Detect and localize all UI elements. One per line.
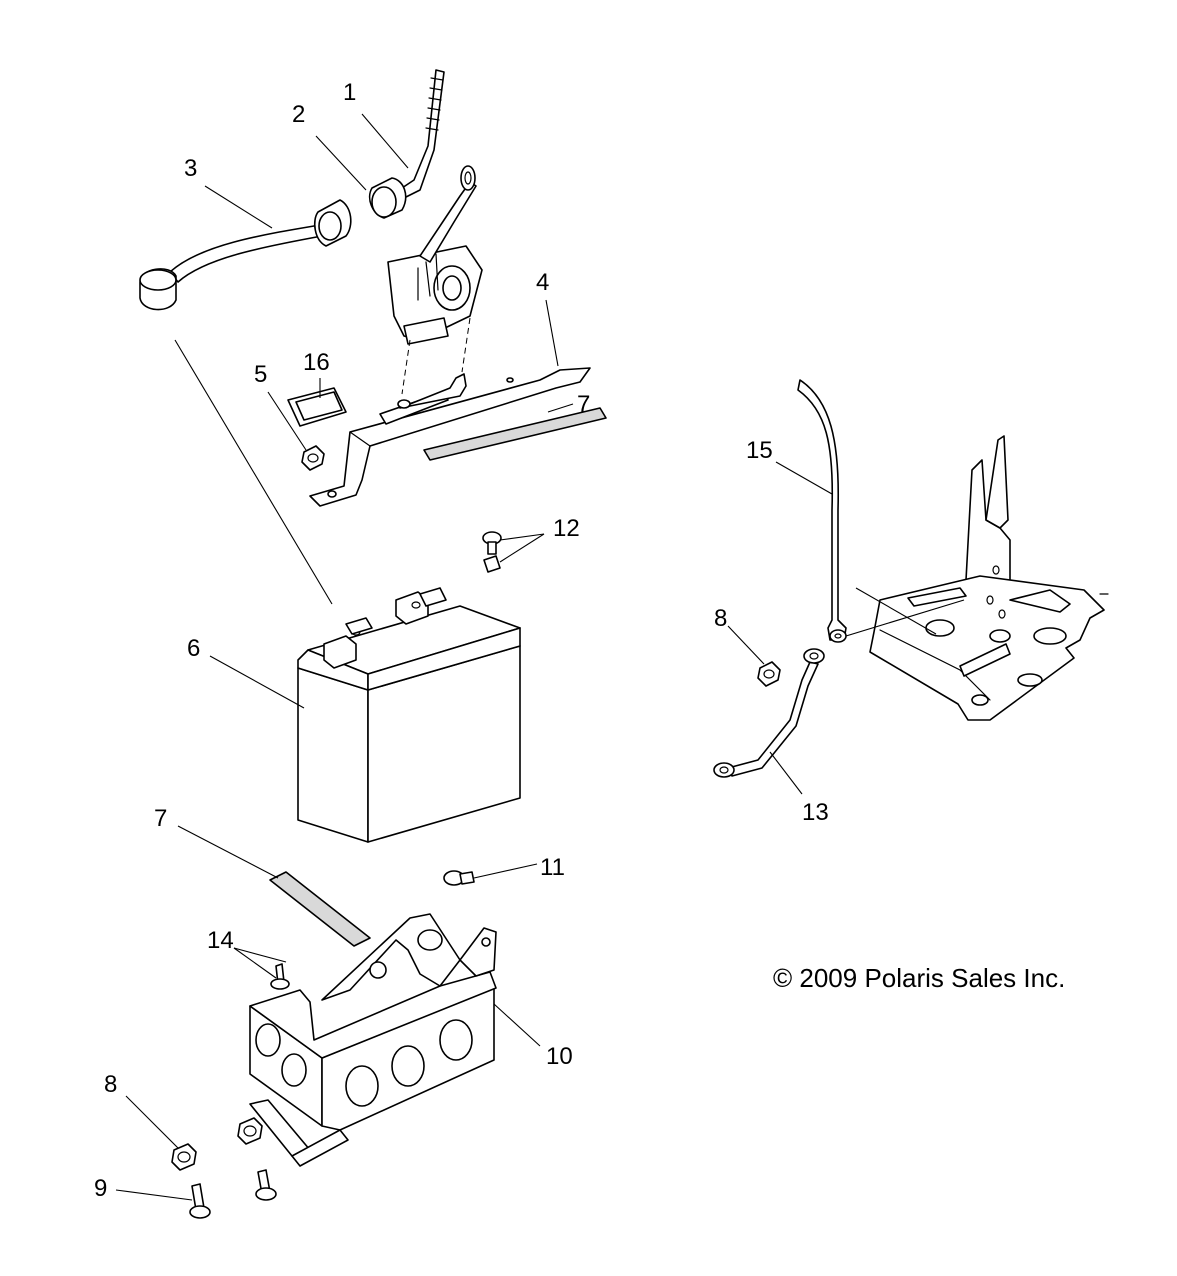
callout-8-lower: 8 <box>104 1071 117 1098</box>
callout-9: 9 <box>94 1175 107 1202</box>
part-9-bolts <box>189 1169 277 1219</box>
callout-1: 1 <box>343 79 356 106</box>
callout-3: 3 <box>184 155 197 182</box>
part-7-foam-upper <box>423 407 607 461</box>
callout-2: 2 <box>292 101 305 128</box>
callout-15: 15 <box>746 437 773 464</box>
callout-10: 10 <box>546 1043 573 1070</box>
part-13-cable <box>713 648 825 778</box>
callout-12: 12 <box>553 515 580 542</box>
part-4-bracket <box>309 165 591 507</box>
part-8-nut-lower <box>171 1117 263 1171</box>
callout-7-upper: 7 <box>577 391 590 418</box>
part-2-boot <box>368 177 407 219</box>
callout-6: 6 <box>187 635 200 662</box>
frame <box>869 435 1109 721</box>
part-10-battery-box <box>249 913 497 1167</box>
callout-14: 14 <box>207 927 234 954</box>
part-6-battery <box>297 587 521 843</box>
callout-13: 13 <box>802 799 829 826</box>
part-1-cable <box>395 69 445 201</box>
callout-5: 5 <box>254 361 267 388</box>
part-14-studs <box>270 963 290 990</box>
part-8-nut-right <box>757 661 781 687</box>
part-15-cable <box>797 379 847 643</box>
copyright-notice: © 2009 Polaris Sales Inc. <box>773 963 1065 993</box>
callout-11: 11 <box>540 854 565 881</box>
part-12-fastener <box>482 531 502 573</box>
callout-7-lower: 7 <box>154 805 167 832</box>
callout-8-right: 8 <box>714 605 727 632</box>
part-3-cable <box>139 199 352 311</box>
callout-16: 16 <box>303 349 330 376</box>
callout-4: 4 <box>536 269 549 296</box>
part-5-nut <box>301 445 325 471</box>
callout-labels: 1 2 3 4 5 16 7 12 6 7 11 14 10 8 9 15 8 … <box>94 79 829 1202</box>
part-16-pad <box>287 387 347 427</box>
part-11-screw <box>443 870 475 886</box>
part-7-foam-lower <box>269 871 371 947</box>
leader-lines <box>115 113 965 1201</box>
